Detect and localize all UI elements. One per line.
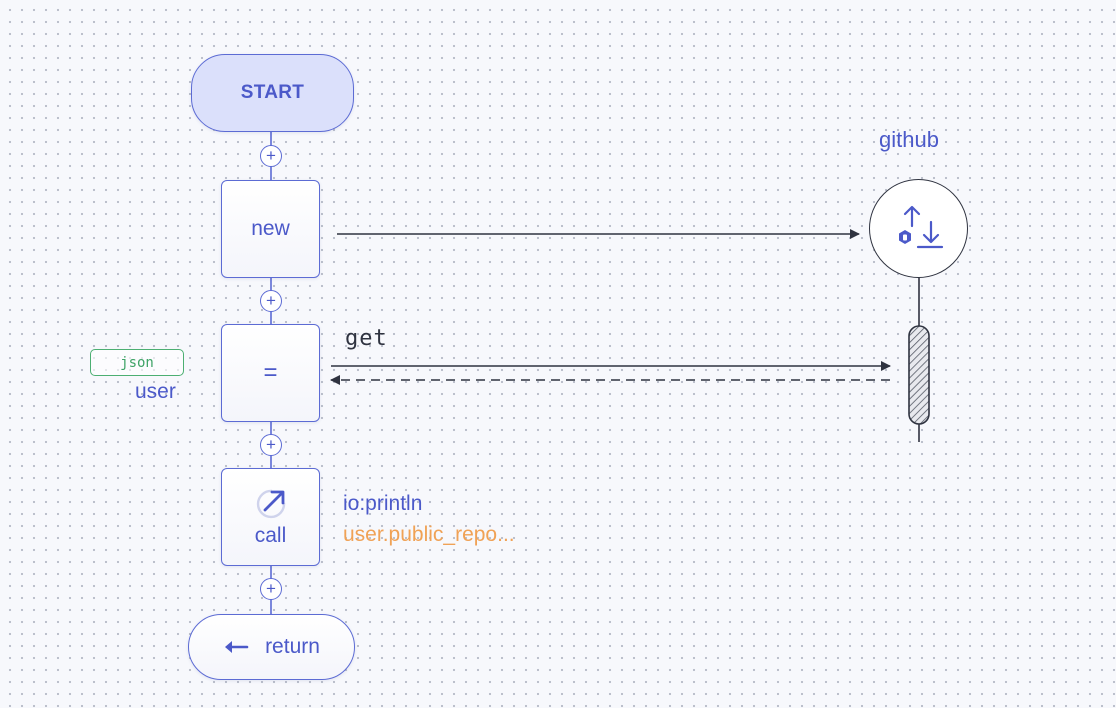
assignment-block[interactable]: = xyxy=(221,324,320,422)
add-step-button[interactable]: + xyxy=(260,578,282,600)
type-tag: json xyxy=(90,349,184,376)
function-argument: user.public_repo... xyxy=(343,523,515,546)
return-label: return xyxy=(265,635,320,658)
start-node[interactable]: START xyxy=(191,54,354,132)
add-step-button[interactable]: + xyxy=(260,434,282,456)
endpoint-name: github xyxy=(879,127,939,152)
external-call-icon xyxy=(256,489,285,519)
assignment-label: = xyxy=(263,359,278,386)
add-step-button[interactable]: + xyxy=(260,145,282,167)
return-node[interactable]: return xyxy=(188,614,355,680)
http-client-icon xyxy=(899,206,944,249)
action-method-label: get xyxy=(345,326,388,351)
call-block[interactable]: call xyxy=(221,468,320,566)
new-block-label: new xyxy=(251,217,290,240)
arrow-left-icon xyxy=(225,641,249,653)
activation-bar xyxy=(908,325,930,425)
start-label: START xyxy=(240,82,305,103)
add-step-button[interactable]: + xyxy=(260,290,282,312)
endpoint-node[interactable] xyxy=(869,179,968,278)
new-block[interactable]: new xyxy=(221,180,320,278)
variable-name: user xyxy=(135,380,176,403)
function-name: io:println xyxy=(343,492,423,515)
call-block-label: call xyxy=(254,524,287,547)
